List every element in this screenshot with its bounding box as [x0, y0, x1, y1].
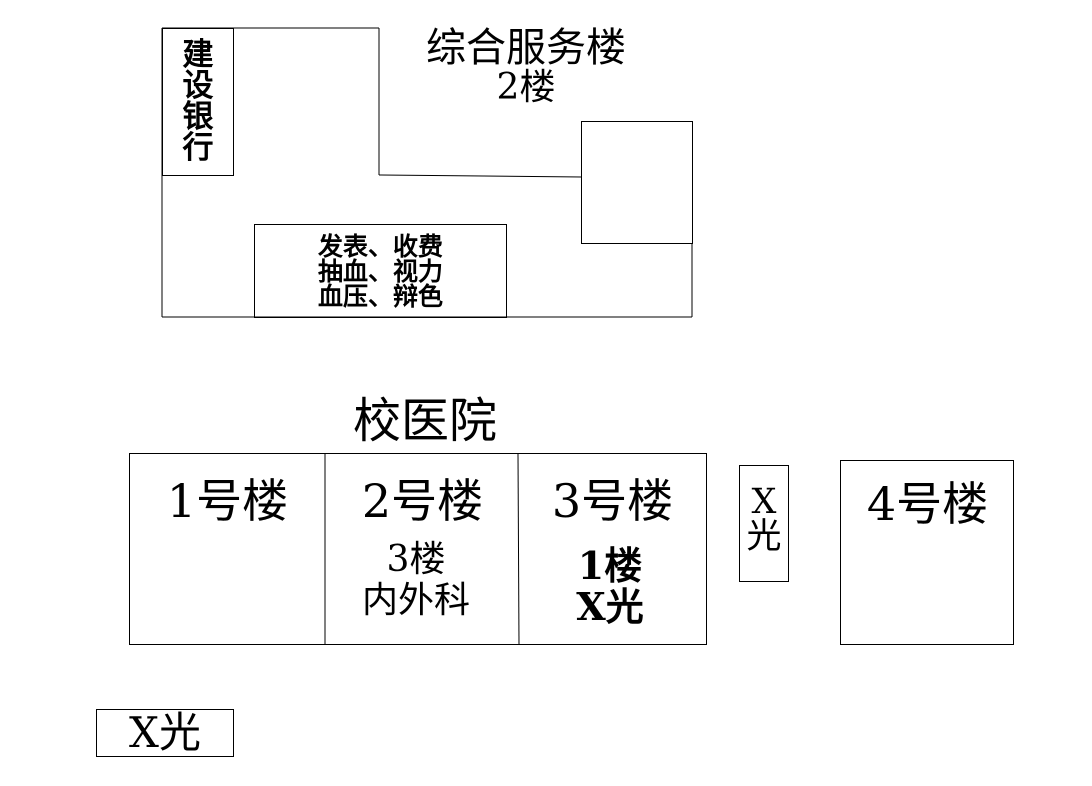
clinic-title: 校医院: [352, 393, 497, 449]
services-line-3: 血压、辩色: [317, 282, 443, 311]
services-room: [254, 224, 507, 318]
xray-room-small: [739, 465, 789, 582]
upper-building-floor: 2楼: [496, 67, 556, 108]
xray-legend-label: X光: [129, 708, 201, 757]
upper-right-room: [581, 121, 693, 244]
building-2-dept: 内外科: [361, 580, 470, 621]
bank-char-2: 设: [182, 68, 214, 104]
building-1-label: 1号楼: [166, 474, 289, 528]
services-line-1: 发表、收费: [317, 232, 443, 261]
building-3-label: 3号楼: [551, 474, 674, 528]
bank-char-1: 建: [182, 37, 214, 73]
building-3-floor: 1楼: [577, 543, 643, 588]
bank-room: [162, 28, 234, 176]
building-2-floor: 3楼: [386, 539, 446, 580]
xray-room-small-label: X 光: [741, 485, 787, 555]
clinic-main-row: [129, 453, 707, 645]
building-4-label: 4号楼: [866, 477, 989, 531]
xray-legend-box: [96, 709, 234, 757]
bank-char-3: 银: [182, 99, 214, 135]
building-2-label: 2号楼: [361, 474, 484, 528]
bank-char-4: 行: [182, 130, 214, 166]
building-3-dept: X光: [576, 584, 644, 629]
building-4: [840, 460, 1014, 645]
xray-small-char-2: 光: [746, 517, 782, 557]
services-line-2: 抽血、视力: [317, 257, 443, 286]
bank-label: 建 设 银 行: [166, 40, 230, 164]
xray-small-char-1: X: [751, 482, 777, 522]
clinic-divider-2: [517, 453, 520, 646]
upper-outline-step-horizontal: [378, 174, 583, 178]
upper-building-title: 综合服务楼: [426, 25, 626, 71]
